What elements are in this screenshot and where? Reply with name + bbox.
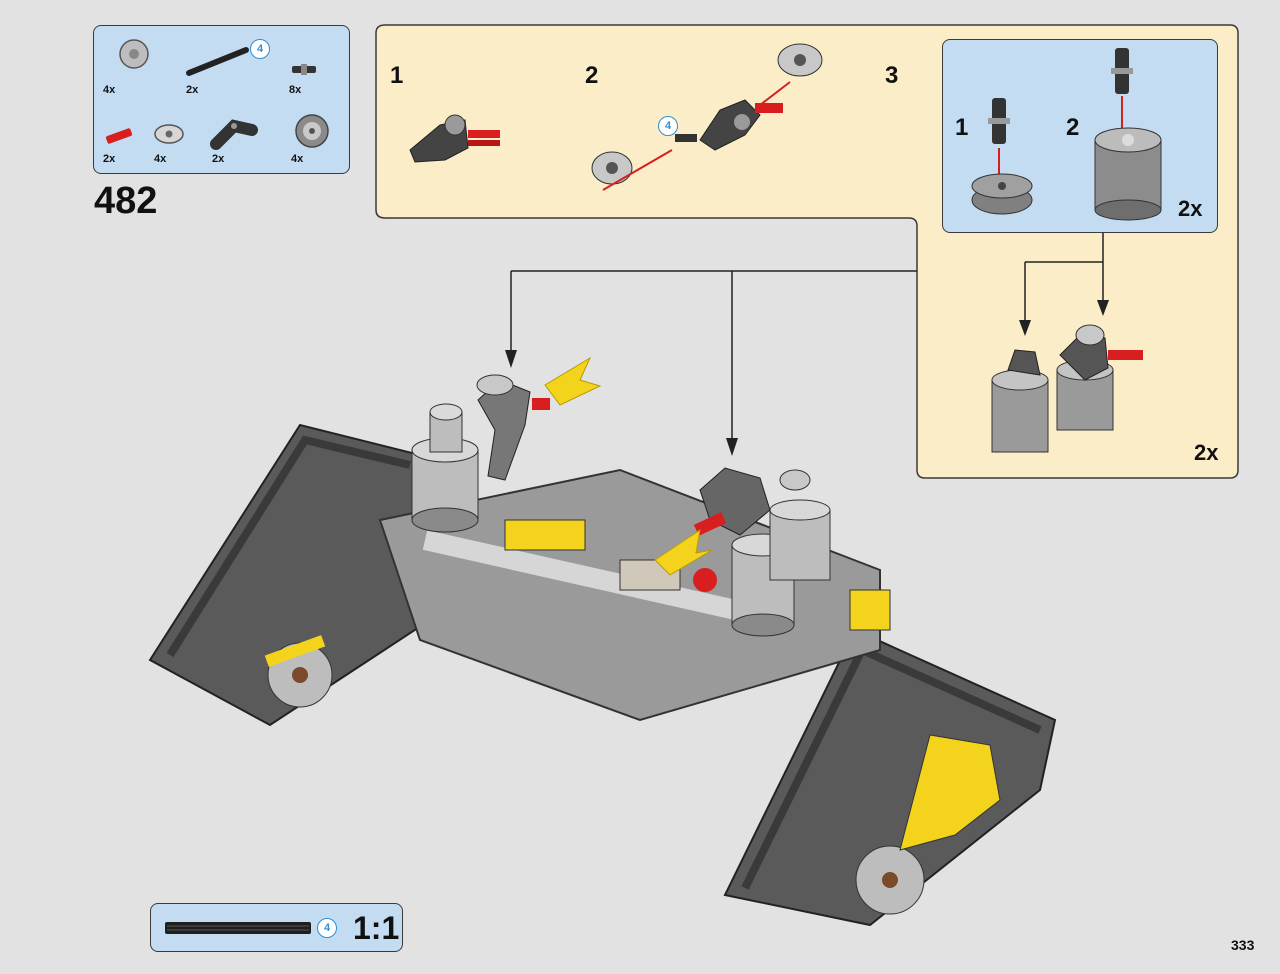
scale-ratio: 1:1: [353, 910, 400, 946]
scale-box: 4 1:1: [150, 903, 403, 952]
sub-substep-multiplier: 2x: [1178, 196, 1203, 221]
part-qty: 4x: [103, 84, 116, 96]
substep-label-2: 2: [585, 62, 599, 89]
left-track: [148, 423, 432, 727]
part-qty: 4x: [291, 153, 304, 165]
substep-axle-length-badge: 4: [658, 116, 678, 136]
part-qty: 8x: [289, 84, 302, 96]
part-qty: 2x: [186, 84, 199, 96]
axle-scale-icon: [165, 922, 311, 934]
part-qty: 2x: [212, 153, 225, 165]
scale-length-badge: 4: [317, 918, 337, 938]
sub-substep-label-2: 2: [1066, 114, 1080, 141]
liftarm-bent-icon: [210, 119, 258, 150]
parts-list-svg: [105, 39, 329, 150]
right-liftarm-assembly: [654, 467, 811, 576]
bush-wheel-icon: [119, 39, 149, 69]
parts-list-panel: 4 4x 2x 8x 2x 4x 2x 4x: [93, 25, 350, 174]
right-track: [723, 628, 1057, 927]
right-pulley-stack: [731, 499, 831, 637]
substep-2-assembly-icon: [591, 43, 823, 191]
axle-4-icon: [186, 47, 249, 76]
sub-substep-label-1: 1: [955, 114, 969, 141]
substep-label-3: 3: [885, 62, 899, 89]
result-multiplier: 2x: [1194, 440, 1219, 465]
step-number: 482: [94, 180, 158, 222]
part-qty: 2x: [103, 153, 116, 165]
callout-leader-lines: [510, 270, 917, 440]
axle-length-badge: 4: [250, 39, 270, 59]
pulley-wheel-icon: [295, 114, 329, 148]
sub-substep-1-icon: [971, 98, 1033, 215]
page-number: 333: [1231, 937, 1255, 953]
connector-pin-icon: [292, 64, 316, 75]
substep-label-1: 1: [390, 62, 404, 89]
part-qty: 4x: [154, 153, 167, 165]
left-pulley-stack: [411, 403, 479, 533]
red-axle-pin-icon: [105, 128, 133, 144]
left-liftarm-assembly: [476, 356, 602, 481]
substep-1-assembly-icon: [409, 114, 500, 163]
sub-substep-2-icon: [1094, 48, 1162, 221]
subpanel-arrows: [1024, 233, 1104, 330]
axle-connector-icon: [154, 124, 184, 144]
substep-3-result-icon: [991, 324, 1143, 453]
